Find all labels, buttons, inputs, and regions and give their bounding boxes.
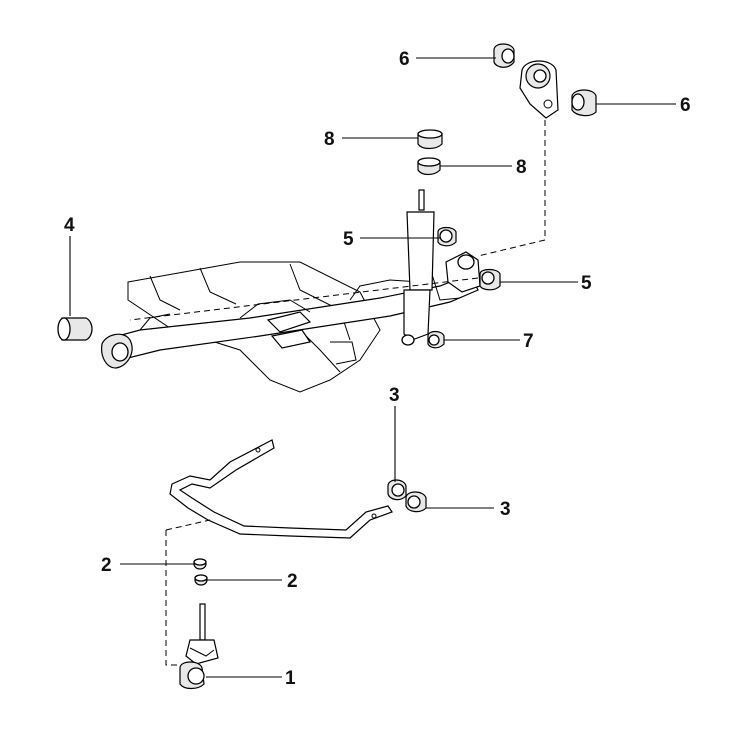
bushing-part-6b xyxy=(571,89,597,117)
bushing-part-4 xyxy=(57,317,93,341)
bushing-part-6a xyxy=(493,43,515,68)
bushing-part-7 xyxy=(427,330,445,349)
callout-1: 1 xyxy=(285,668,296,689)
bushing-part-3b xyxy=(405,491,427,513)
bushing-part-8b xyxy=(417,157,441,176)
shackle-bracket xyxy=(519,60,559,119)
bushing-part-3a xyxy=(387,479,407,501)
callout-2-lower: 2 xyxy=(287,571,298,592)
bushing-part-2b xyxy=(194,574,208,586)
frame-assembly xyxy=(101,251,481,393)
callout-5-left: 5 xyxy=(343,229,354,250)
callout-6-right: 6 xyxy=(680,95,691,116)
callout-4: 4 xyxy=(64,215,75,236)
dashed-guides xyxy=(129,120,546,666)
callout-8-lower: 8 xyxy=(516,157,527,178)
callout-2-upper: 2 xyxy=(101,555,112,576)
bushing-part-5b xyxy=(479,268,501,291)
callout-6-left: 6 xyxy=(399,49,410,70)
bushing-part-5a xyxy=(437,226,457,247)
leader-lines xyxy=(69,57,676,678)
stabilizer-bar xyxy=(169,439,393,539)
callout-8-upper: 8 xyxy=(324,129,335,150)
shock-absorber xyxy=(401,189,435,346)
stabilizer-link xyxy=(185,603,219,665)
callout-3-upper: 3 xyxy=(389,385,400,406)
callout-5-right: 5 xyxy=(581,273,592,294)
callout-labels: 1 2 2 3 3 4 5 5 6 6 7 8 8 xyxy=(64,49,691,689)
callout-3-right: 3 xyxy=(500,499,511,520)
bushing-parts xyxy=(57,43,597,690)
bushing-part-8a xyxy=(417,129,443,150)
bushing-part-1 xyxy=(179,661,205,690)
callout-7: 7 xyxy=(523,331,534,352)
